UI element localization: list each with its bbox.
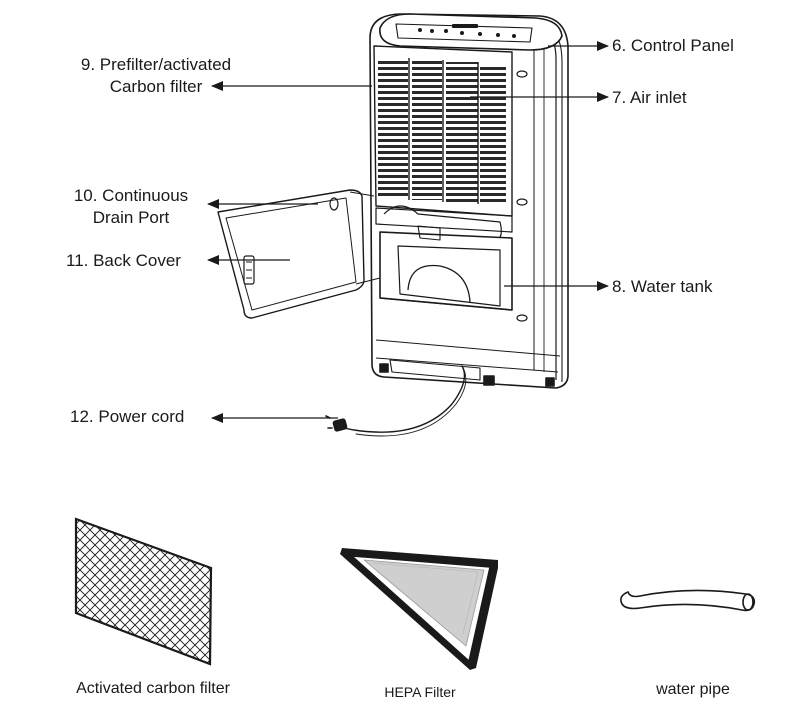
dehumidifier-unit bbox=[369, 13, 569, 389]
water-pipe-tube-icon bbox=[620, 589, 756, 612]
label-prefilter-line2: Carbon filter bbox=[109, 77, 203, 96]
back-cover bbox=[217, 189, 381, 319]
label-power-cord: 12. Power cord bbox=[70, 407, 185, 426]
label-drain-port-line2: Drain Port bbox=[92, 208, 170, 227]
label-prefilter-line1: 9. Prefilter/activated bbox=[80, 55, 232, 74]
callout-arrows bbox=[207, 41, 609, 423]
label-drain-port-line1: 10. Continuous bbox=[73, 186, 189, 205]
power-cord bbox=[325, 365, 467, 437]
label-air-inlet: 7. Air inlet bbox=[612, 88, 687, 107]
carbon-filter-mesh-icon bbox=[74, 517, 213, 666]
control-panel bbox=[379, 13, 563, 51]
caption-water-pipe: water pipe bbox=[656, 681, 730, 698]
label-water-tank: 8. Water tank bbox=[612, 277, 713, 296]
air-inlet-grille bbox=[373, 45, 528, 217]
water-tank bbox=[375, 205, 528, 322]
label-control-panel: 6. Control Panel bbox=[612, 36, 734, 55]
hepa-filter-frame-icon bbox=[340, 548, 498, 670]
caption-hepa-filter: HEPA Filter bbox=[384, 684, 456, 700]
label-back-cover: 11. Back Cover bbox=[66, 251, 181, 270]
caption-carbon-filter: Activated carbon filter bbox=[76, 680, 230, 697]
